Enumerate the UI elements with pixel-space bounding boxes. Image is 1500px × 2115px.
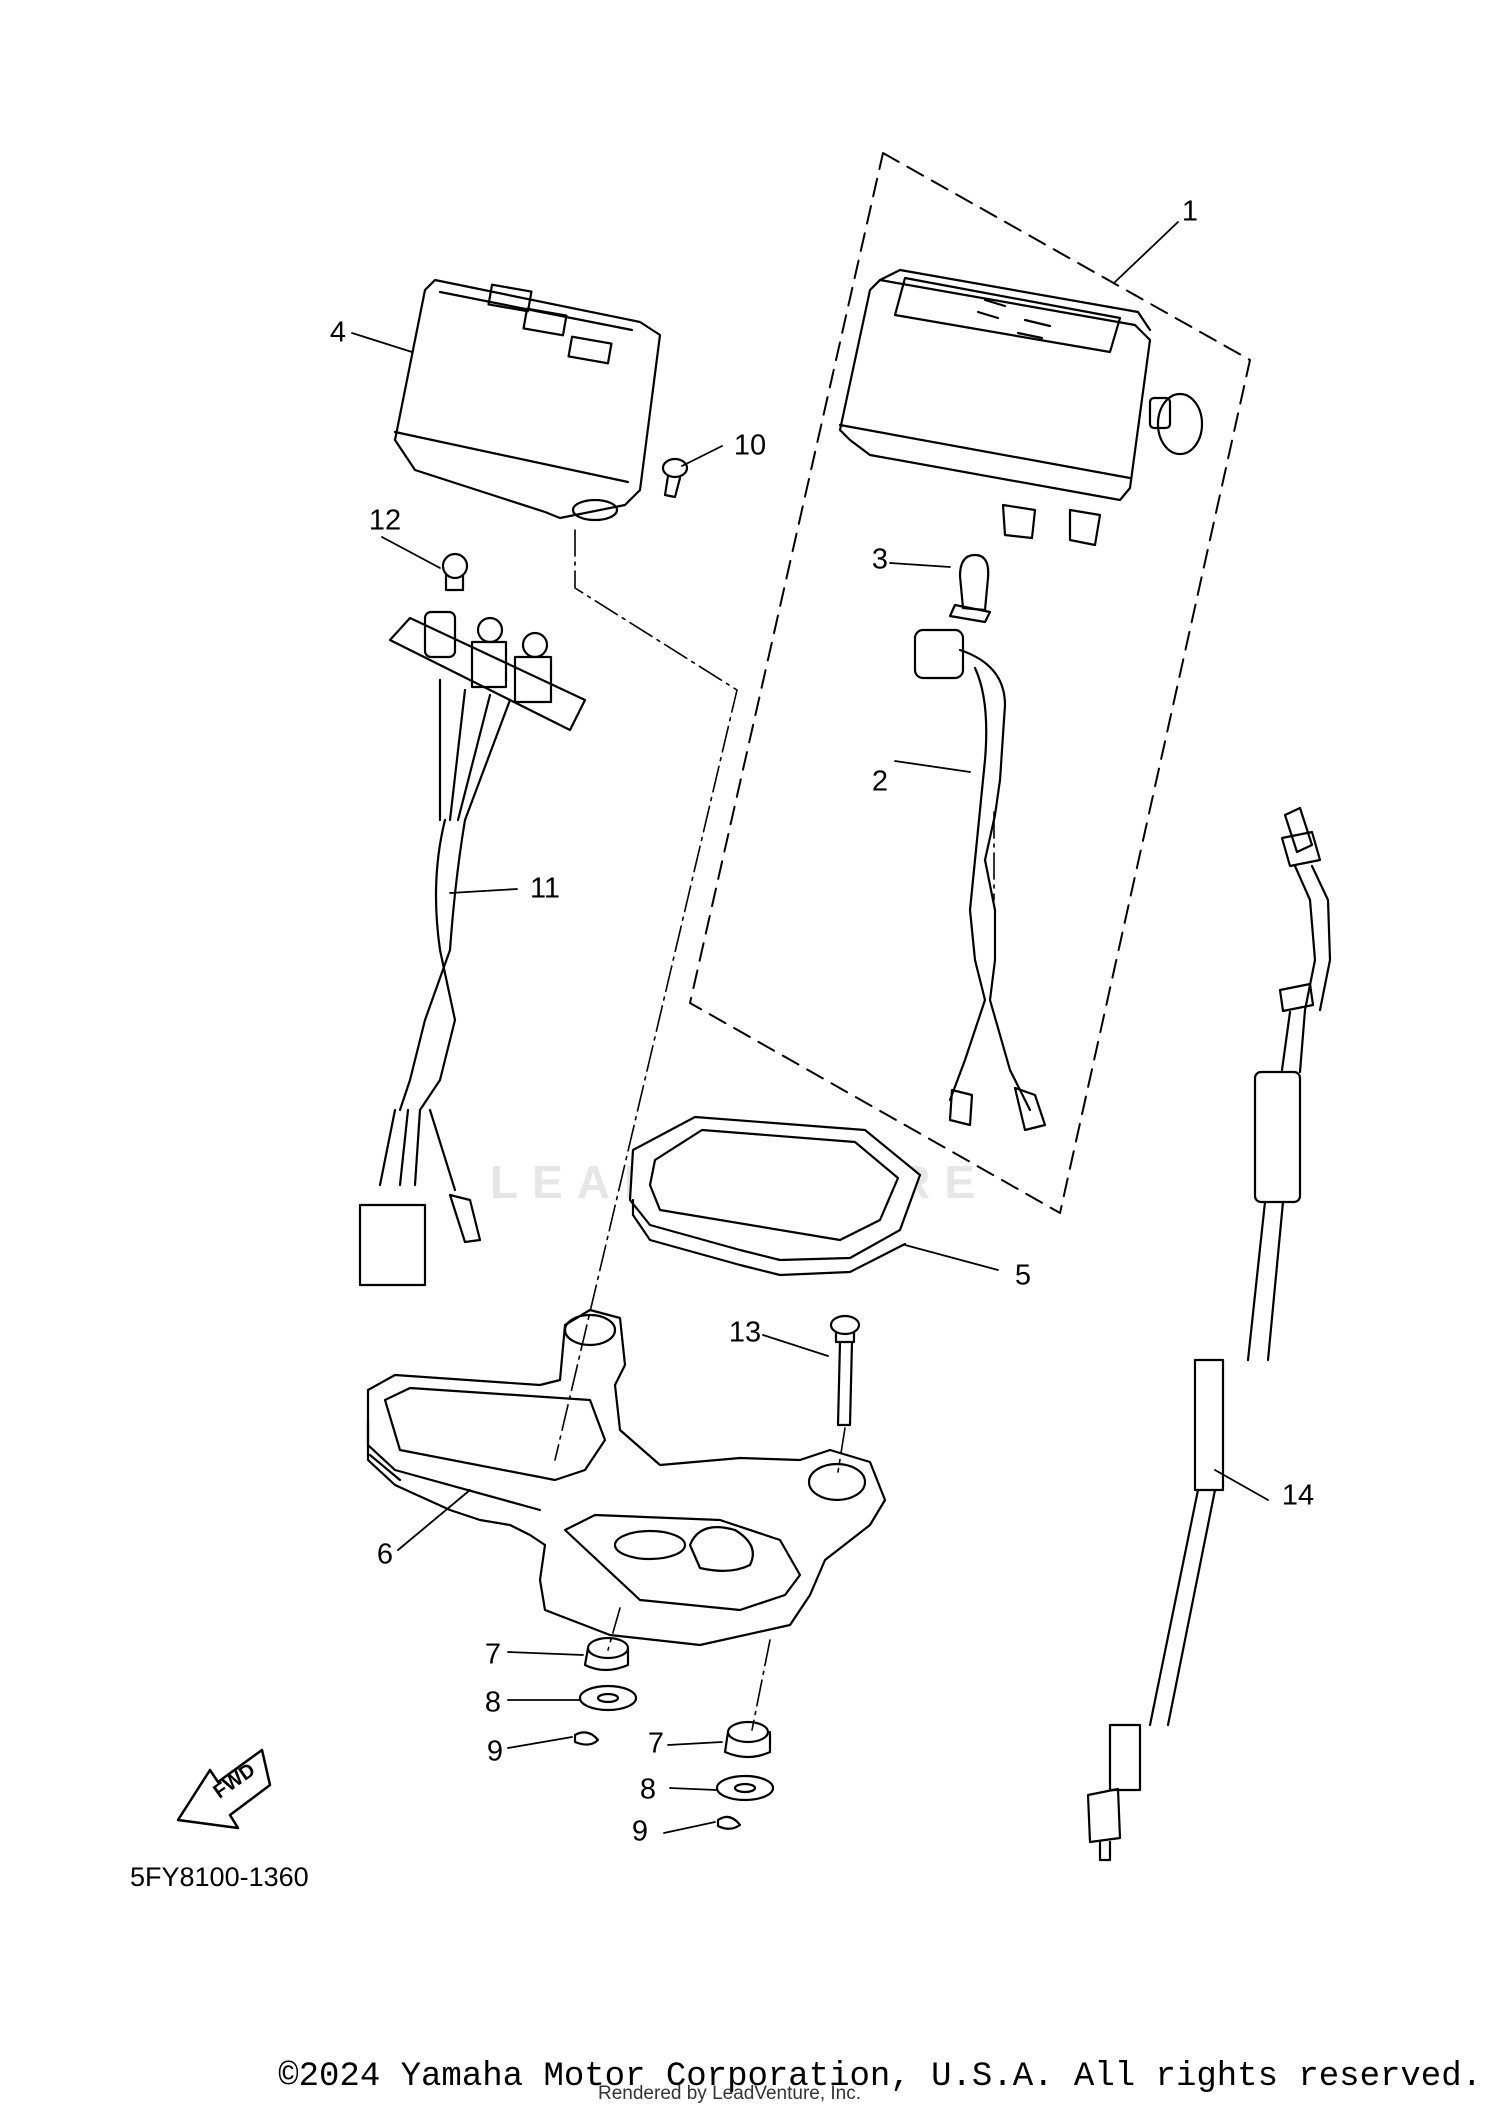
meter-harness [913,628,1047,1132]
part-number-5: 5 [1014,1259,1032,1292]
part-number-6: 6 [376,1538,394,1571]
part-number-8-left: 8 [484,1686,502,1719]
meter-gasket [628,1115,922,1277]
screw [661,457,689,499]
rendered-by-note: Rendered by LeadVenture, Inc. [598,2083,862,2104]
part-number-10: 10 [733,429,767,462]
part-number-13: 13 [728,1316,762,1349]
part-number-1: 1 [1181,195,1199,228]
small-bulb [441,552,469,592]
fwd-arrow-icon [176,1748,272,1830]
grommet-set-right [715,1720,775,1830]
part-number-9-left: 9 [486,1735,504,1768]
part-number-14: 14 [1281,1479,1315,1512]
speedometer-cable [1086,806,1332,1862]
part-number-12: 12 [368,504,402,537]
part-number-4: 4 [329,316,347,349]
part-number-7-left: 7 [484,1638,502,1671]
part-number-3: 3 [871,543,889,576]
part-number-9-right: 9 [631,1815,649,1848]
catalog-code: 5FY8100-1360 [130,1862,309,1892]
assembly-boundary [689,152,1251,1214]
part-number-11: 11 [529,872,561,905]
meter-assembly [838,268,1204,547]
meter-bracket [366,1308,887,1647]
part-number-8-right: 8 [639,1773,657,1806]
grommet-set-left [573,1636,638,1746]
meter-cover [393,278,662,522]
bulb-socket [948,553,992,624]
bolt [829,1314,861,1427]
leader-lines [351,221,1269,1834]
indicator-harness [358,610,587,1287]
part-number-7-right: 7 [647,1727,665,1760]
part-number-2: 2 [871,765,889,798]
copyright-notice: ©2024 Yamaha Motor Corporation, U.S.A. A… [278,2058,1482,2096]
alignment-lines [554,529,995,1731]
